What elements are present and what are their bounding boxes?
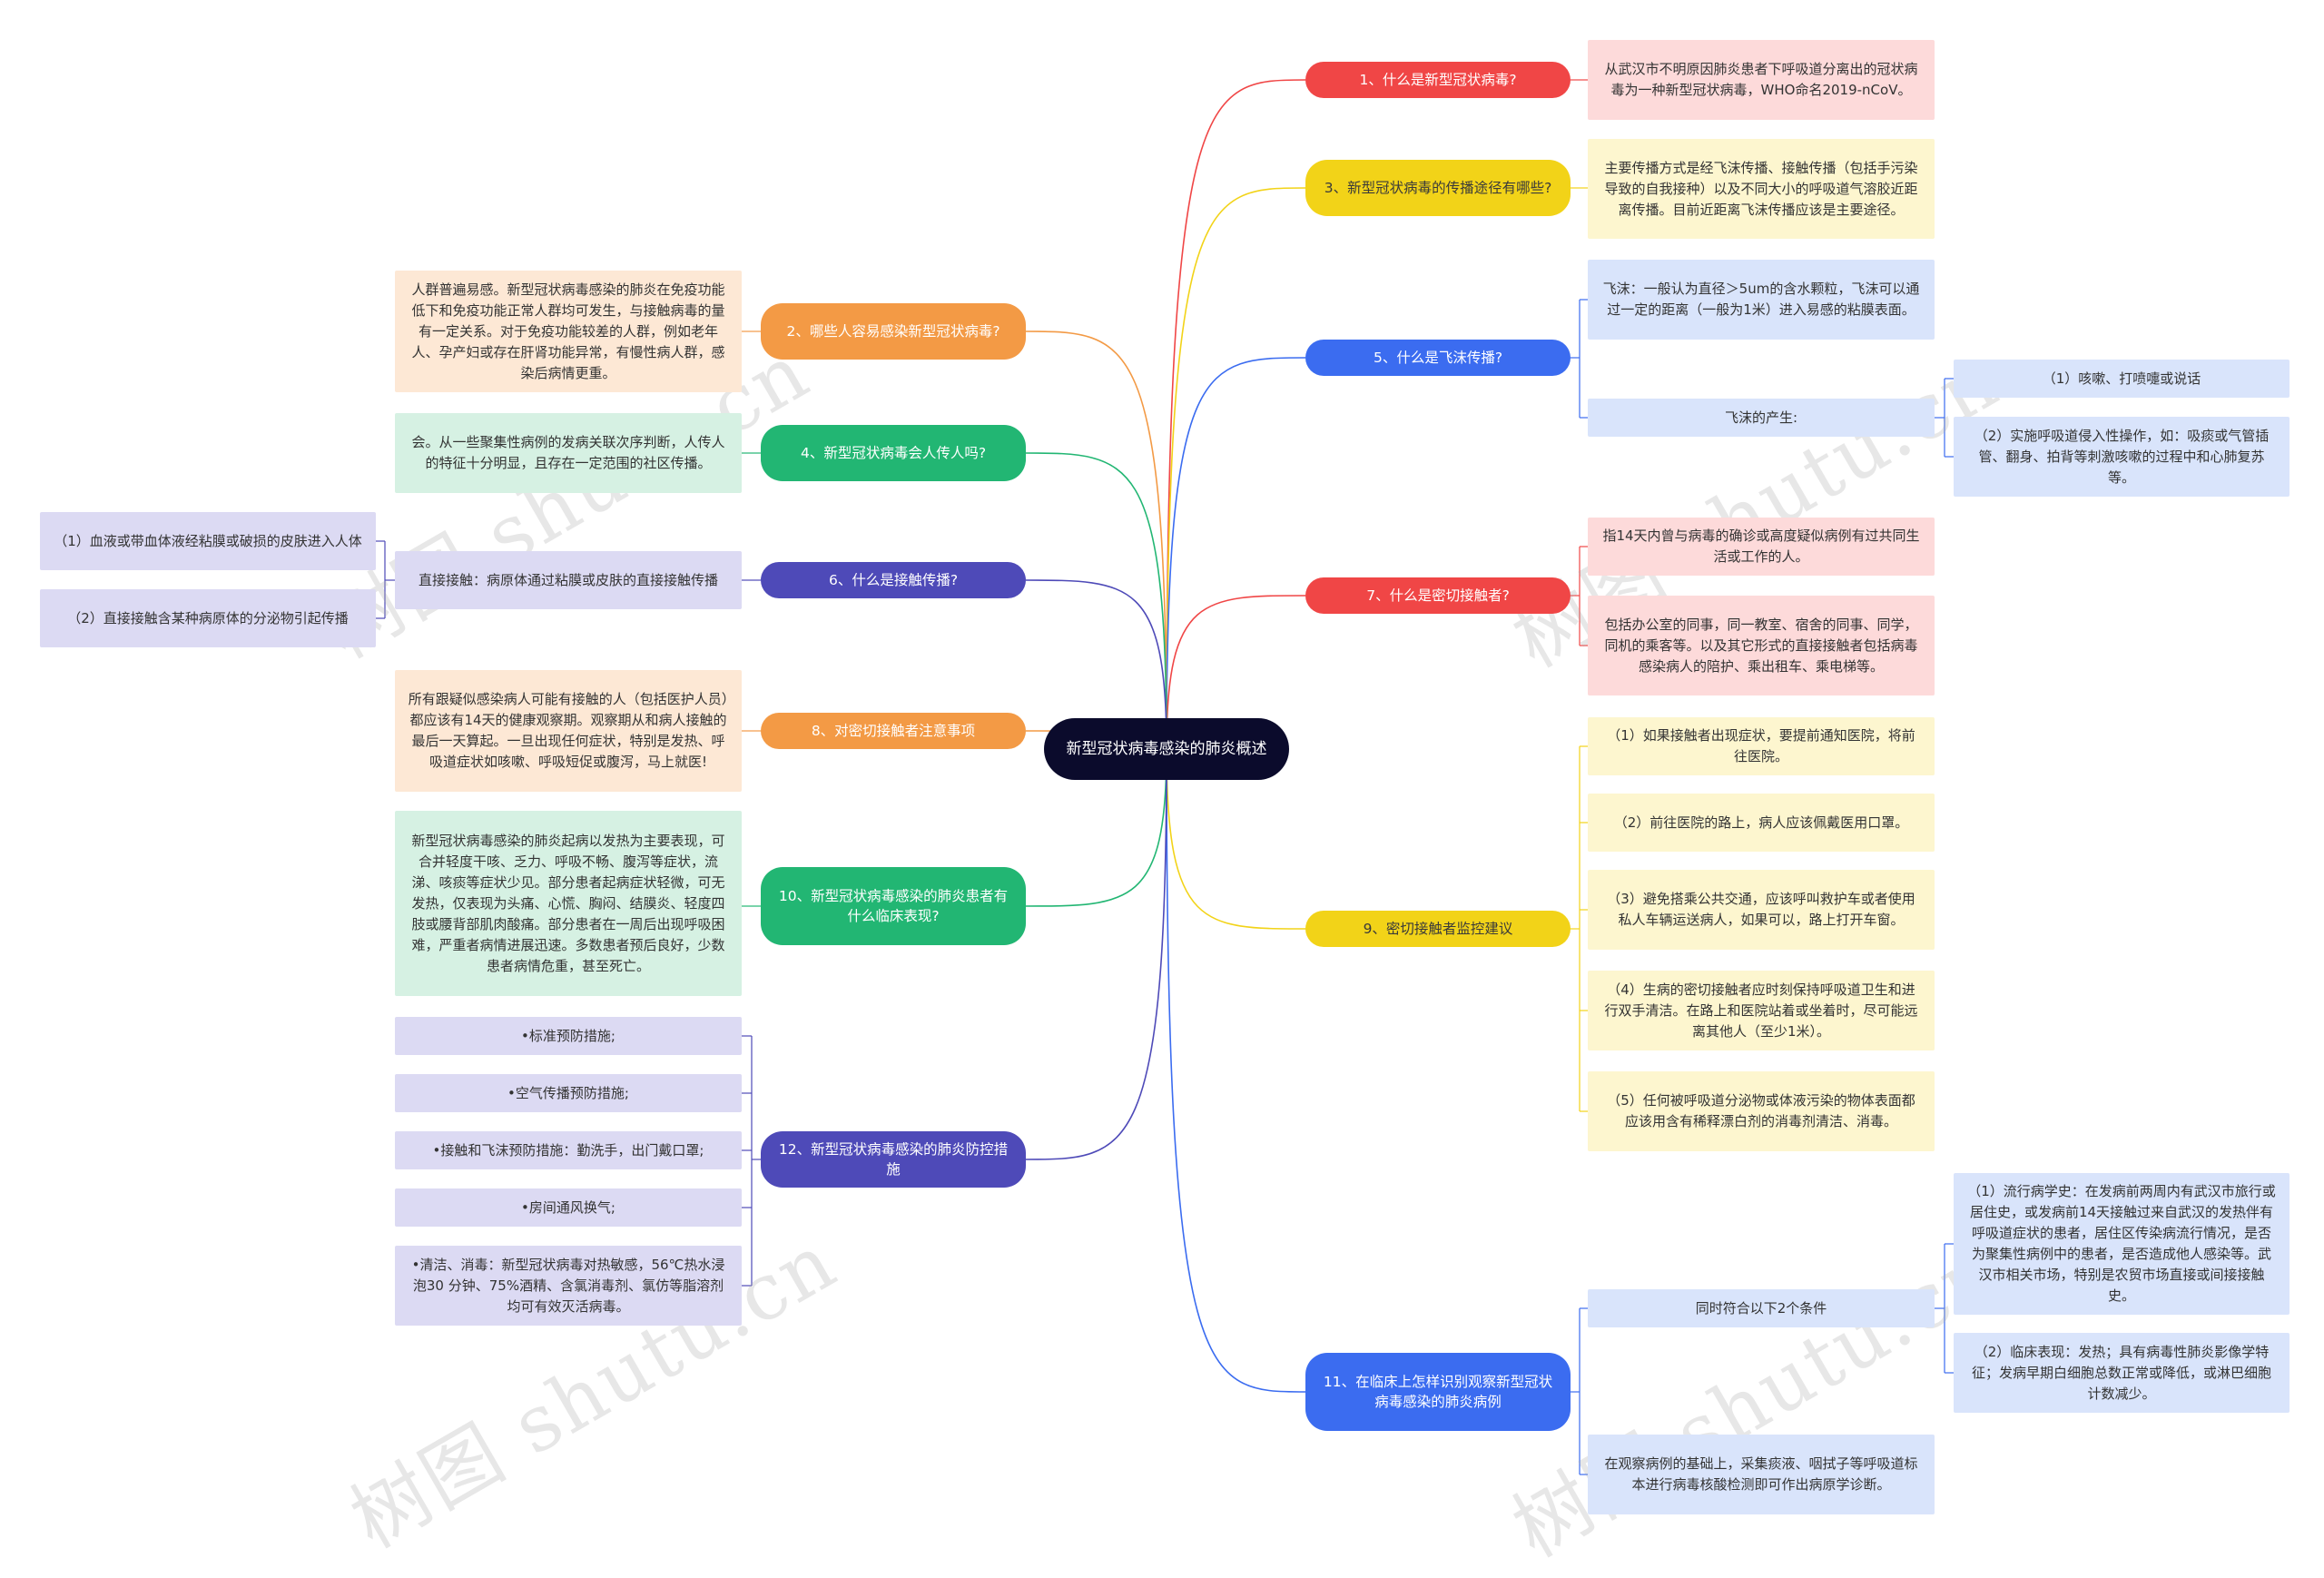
branch-q4[interactable]: 4、新型冠状病毒会人传人吗? [761,425,1026,481]
leaf-q12-2[interactable]: •空气传播预防措施; [395,1074,742,1112]
leaf-q5-sub1[interactable]: （1）咳嗽、打喷嚏或说话 [1954,360,2290,398]
branch-connector [1025,330,1167,750]
branch-connector [1025,579,1167,750]
leaf-q5-sub2[interactable]: （2）实施呼吸道侵入性操作，如：吸痰或气管插管、翻身、拍背等刺激咳嗽的过程中和心… [1954,417,2290,497]
branch-connector [1025,748,1167,1160]
branch-connector [1166,357,1306,750]
leaf-q9-3[interactable]: （3）避免搭乘公共交通，应该呼叫救护车或者使用私人车辆运送病人，如果可以，路上打… [1588,870,1935,950]
leaf-q6-sub1[interactable]: （1）血液或带血体液经粘膜或破损的皮肤进入人体 [40,512,376,570]
leaf-q11-sub2[interactable]: （2）临床表现：发热；具有病毒性肺炎影像学特征；发病早期白细胞总数正常或降低，或… [1954,1333,2290,1413]
leaf-q7-def[interactable]: 指14天内曾与病毒的确诊或高度疑似病例有过共同生活或工作的人。 [1588,518,1935,576]
branch-connector [1025,452,1167,750]
branch-q5[interactable]: 5、什么是飞沫传播? [1305,340,1571,376]
leaf-q12-3[interactable]: •接触和飞沫预防措施：勤洗手，出门戴口罩; [395,1131,742,1169]
leaf-q6-direct[interactable]: 直接接触：病原体通过粘膜或皮肤的直接接触传播 [395,551,742,609]
leaf-q2[interactable]: 人群普遍易感。新型冠状病毒感染的肺炎在免疫功能低下和免疫功能正常人群均可发生，与… [395,271,742,392]
leaf-q12-1[interactable]: •标准预防措施; [395,1017,742,1055]
leaf-q10[interactable]: 新型冠状病毒感染的肺炎起病以发热为主要表现，可合并轻度干咳、乏力、呼吸不畅、腹泻… [395,811,742,996]
branch-connector [1166,748,1306,1393]
branch-q11[interactable]: 11、在临床上怎样识别观察新型冠状病毒感染的肺炎病例 [1305,1353,1571,1431]
branch-q1[interactable]: 1、什么是新型冠状病毒? [1305,62,1571,98]
branch-connector [1166,595,1306,750]
leaf-q3[interactable]: 主要传播方式是经飞沫传播、接触传播（包括手污染导致的自我接种）以及不同大小的呼吸… [1588,139,1935,239]
branch-connector [1025,748,1167,907]
leaf-q7-incl[interactable]: 包括办公室的同事，同一教室、宿舍的同事、同学，同机的乘客等。以及其它形式的直接接… [1588,596,1935,695]
leaf-q9-1[interactable]: （1）如果接触者出现症状，要提前通知医院，将前往医院。 [1588,717,1935,775]
leaf-q5-origin[interactable]: 飞沫的产生: [1588,399,1935,437]
leaf-q8[interactable]: 所有跟疑似感染病人可能有接触的人（包括医护人员）都应该有14天的健康观察期。观察… [395,670,742,792]
leaf-q6-sub2[interactable]: （2）直接接触含某种病原体的分泌物引起传播 [40,589,376,647]
leaf-q12-5[interactable]: •清洁、消毒：新型冠状病毒对热敏感，56℃热水浸泡30 分钟、75%酒精、含氯消… [395,1246,742,1326]
leaf-q4[interactable]: 会。从一些聚集性病例的发病关联次序判断，人传人的特征十分明显，且存在一定范围的社… [395,413,742,493]
leaf-q11-sub1[interactable]: （1）流行病学史：在发病前两周内有武汉市旅行或居住史，或发病前14天接触过来自武… [1954,1173,2290,1315]
leaf-q12-4[interactable]: •房间通风换气; [395,1188,742,1227]
branch-connector [1166,79,1306,750]
branch-q12[interactable]: 12、新型冠状病毒感染的肺炎防控措施 [761,1131,1026,1188]
branch-q3[interactable]: 3、新型冠状病毒的传播途径有哪些? [1305,160,1571,216]
leaf-q11-diagnosis[interactable]: 在观察病例的基础上，采集痰液、咽拭子等呼吸道标本进行病毒核酸检测即可作出病原学诊… [1588,1435,1935,1514]
branch-q10[interactable]: 10、新型冠状病毒感染的肺炎患者有什么临床表现? [761,867,1026,945]
branch-q2[interactable]: 2、哪些人容易感染新型冠状病毒? [761,303,1026,360]
branch-q6[interactable]: 6、什么是接触传播? [761,562,1026,598]
leaf-q9-5[interactable]: （5）任何被呼吸道分泌物或体液污染的物体表面都应该用含有稀释漂白剂的消毒剂清洁、… [1588,1071,1935,1151]
leaf-q11-conditions[interactable]: 同时符合以下2个条件 [1588,1289,1935,1327]
leaf-q9-2[interactable]: （2）前往医院的路上，病人应该佩戴医用口罩。 [1588,794,1935,852]
center-topic[interactable]: 新型冠状病毒感染的肺炎概述 [1044,718,1289,780]
branch-q7[interactable]: 7、什么是密切接触者? [1305,577,1571,614]
branch-q8[interactable]: 8、对密切接触者注意事项 [761,713,1026,749]
branch-connector [1166,187,1306,750]
branch-q9[interactable]: 9、密切接触者监控建议 [1305,911,1571,947]
leaf-q1[interactable]: 从武汉市不明原因肺炎患者下呼吸道分离出的冠状病毒为一种新型冠状病毒，WHO命名2… [1588,40,1935,120]
leaf-q5-droplet[interactable]: 飞沫：一般认为直径＞5um的含水颗粒，飞沫可以通过一定的距离（一般为1米）进入易… [1588,260,1935,340]
leaf-q9-4[interactable]: （4）生病的密切接触者应时刻保持呼吸道卫生和进行双手清洁。在路上和医院站着或坐着… [1588,971,1935,1050]
branch-connector [1166,748,1306,930]
